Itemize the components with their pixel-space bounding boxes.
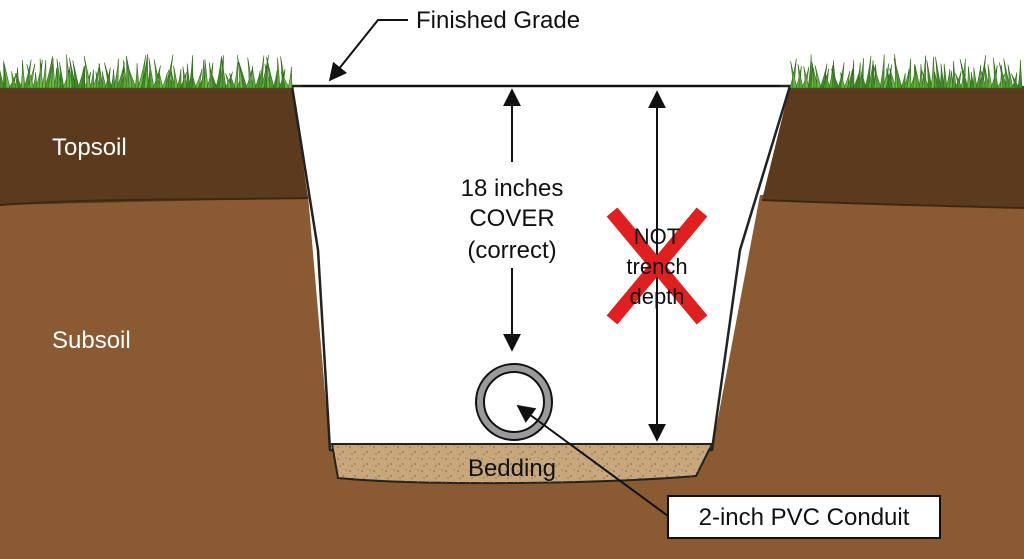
grass-blade bbox=[38, 58, 44, 89]
grass-left bbox=[0, 54, 293, 89]
grass-blade bbox=[23, 59, 32, 89]
grass-blade bbox=[906, 58, 912, 89]
conduit-label-box bbox=[667, 495, 941, 539]
grass-blade bbox=[148, 57, 155, 89]
grass-blade bbox=[972, 67, 978, 89]
grass-blade bbox=[203, 59, 209, 89]
grass-blade bbox=[861, 71, 867, 89]
topsoil-layer-left bbox=[0, 86, 308, 205]
grass-blade bbox=[280, 71, 290, 89]
pvc-conduit bbox=[475, 363, 553, 441]
grass-blade bbox=[797, 63, 804, 89]
grass-blade bbox=[824, 71, 831, 89]
grass-blade bbox=[233, 61, 239, 89]
red-x-icon bbox=[606, 207, 708, 325]
grass-blade bbox=[143, 54, 149, 89]
grass-blade bbox=[266, 56, 275, 89]
grass-blade bbox=[257, 55, 265, 89]
grass-blade bbox=[134, 63, 140, 89]
grass-blade bbox=[951, 60, 957, 89]
grass-blade bbox=[879, 54, 885, 89]
grass-blade bbox=[153, 59, 161, 89]
not-label-line2: trench bbox=[626, 254, 687, 279]
grass-blade bbox=[191, 72, 197, 89]
grass-blade bbox=[849, 59, 855, 89]
conduit-leader bbox=[516, 404, 669, 517]
grass-blade bbox=[83, 55, 92, 89]
grass-blade bbox=[41, 60, 47, 89]
grass-blade bbox=[993, 57, 999, 89]
grass-blade bbox=[790, 61, 798, 89]
grass-blade bbox=[158, 71, 164, 89]
grass-blade bbox=[15, 73, 23, 89]
grass-blade bbox=[104, 62, 113, 89]
grass-blade bbox=[921, 70, 930, 89]
grass-blade bbox=[914, 64, 921, 89]
cover-label-line3: (correct) bbox=[467, 237, 556, 264]
grass-blade bbox=[229, 72, 236, 89]
topsoil-label: Topsoil bbox=[52, 134, 127, 161]
grass-blade bbox=[194, 68, 203, 89]
grass-blade bbox=[889, 67, 897, 89]
grass-blade bbox=[247, 57, 254, 89]
grass-blade bbox=[113, 58, 119, 89]
grass-blade bbox=[959, 59, 969, 89]
grass-blade bbox=[275, 57, 281, 89]
subsoil-label: Subsoil bbox=[52, 327, 131, 354]
grass-blade bbox=[831, 68, 840, 89]
grass-blade bbox=[1010, 73, 1020, 89]
grass-blade bbox=[101, 71, 107, 89]
grass-blade bbox=[50, 58, 56, 89]
grass-blade bbox=[173, 65, 179, 89]
grass-blade bbox=[942, 63, 948, 89]
finished-grade-leader bbox=[328, 19, 408, 82]
grass-blade bbox=[89, 69, 95, 89]
grass-blade bbox=[251, 68, 257, 89]
not-label-line1: NOT bbox=[634, 224, 680, 249]
grass-blade bbox=[127, 67, 137, 89]
grass-blade bbox=[80, 65, 86, 89]
topsoil-layer-right bbox=[762, 86, 1024, 208]
cover-label-line2: COVER bbox=[469, 205, 554, 232]
grass-blade bbox=[840, 72, 846, 89]
grass-blade bbox=[935, 56, 942, 89]
grass-blade bbox=[238, 62, 248, 89]
grass-blade bbox=[998, 62, 1008, 89]
grass-blade bbox=[176, 69, 182, 89]
grass-blade bbox=[287, 66, 293, 89]
grass-blade bbox=[59, 62, 65, 89]
grass-blade bbox=[1007, 64, 1014, 89]
bedding-label: Bedding bbox=[468, 455, 556, 482]
grass-blade bbox=[926, 60, 933, 89]
not-label-line3: depth bbox=[629, 284, 684, 309]
grass-blade bbox=[1017, 59, 1023, 89]
finished-grade-label: Finished Grade bbox=[416, 7, 580, 34]
grass-right bbox=[789, 54, 1023, 89]
grass-blade bbox=[20, 59, 26, 89]
grass-blade bbox=[893, 58, 903, 89]
grass-blade bbox=[873, 65, 882, 89]
cover-label-line1: 18 inches bbox=[461, 175, 564, 202]
grass-blade bbox=[803, 66, 810, 89]
grass-blade bbox=[11, 71, 17, 89]
subsoil-layer bbox=[0, 195, 1024, 559]
grass-blade bbox=[26, 63, 35, 89]
conduit-label: 2-inch PVC Conduit bbox=[699, 504, 910, 531]
grass-blade bbox=[814, 65, 822, 89]
grass-blade bbox=[3, 60, 11, 89]
grass-blade bbox=[210, 69, 218, 89]
grass-blade bbox=[72, 60, 80, 89]
grass-blade bbox=[955, 73, 963, 89]
grass-blade bbox=[987, 64, 993, 89]
grass-blade bbox=[221, 56, 227, 89]
